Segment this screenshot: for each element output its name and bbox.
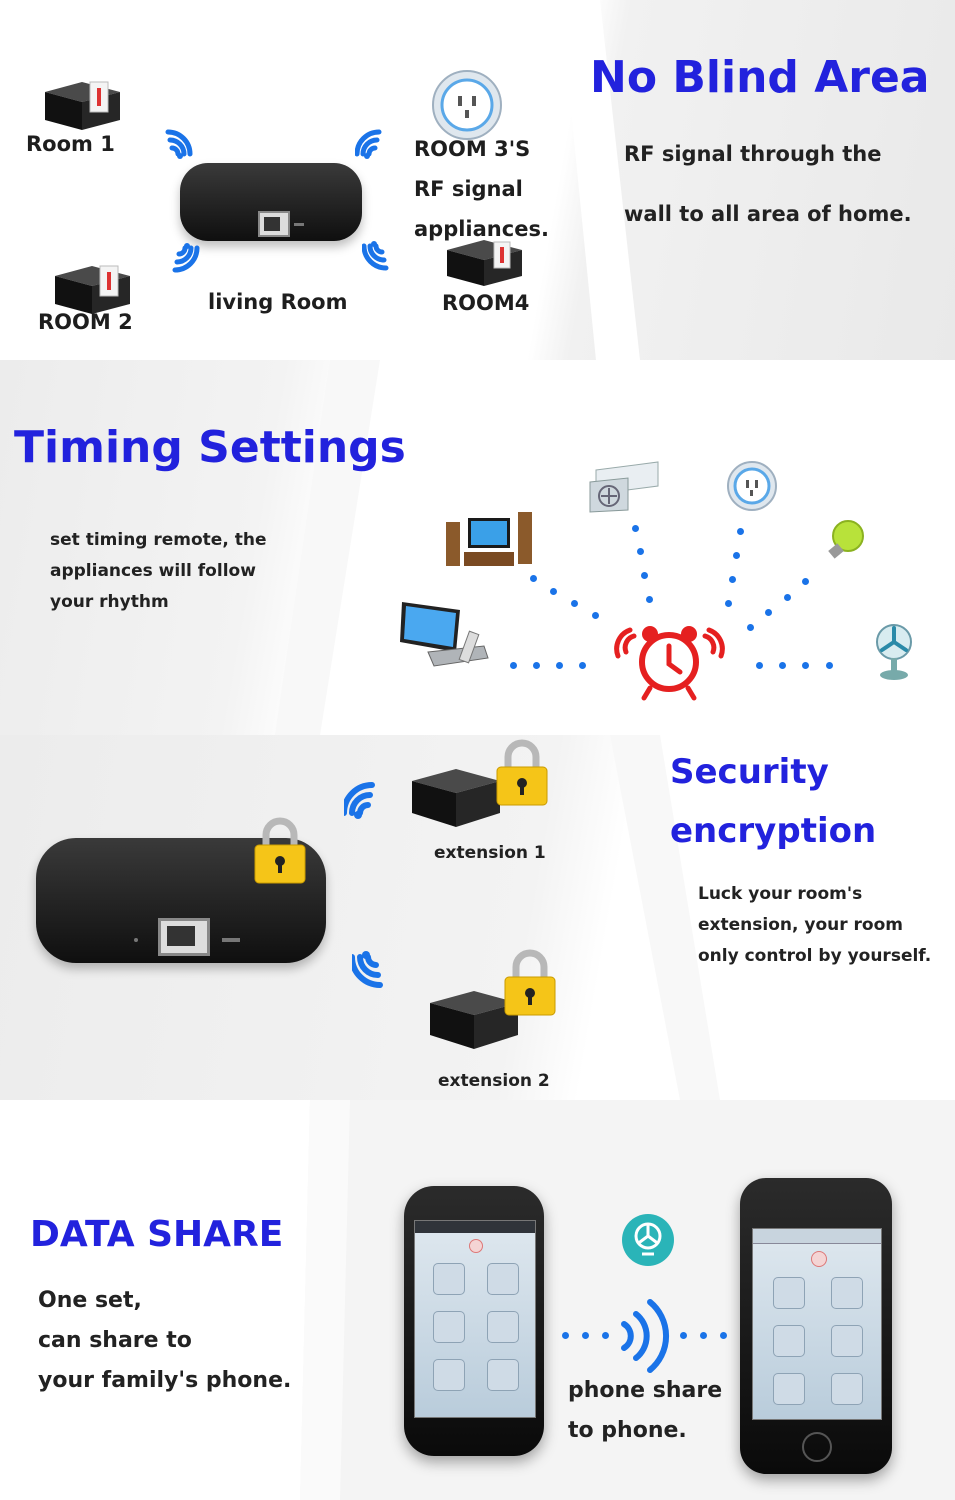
signal-dot	[530, 575, 537, 582]
wifi-signal-icon	[344, 782, 375, 819]
panel-title: encryption	[670, 811, 877, 851]
extension-label: extension 1	[434, 843, 546, 863]
signal-dot	[700, 1332, 707, 1339]
room-label: ROOM4	[442, 291, 530, 315]
fan-icon	[622, 1214, 674, 1266]
extension-label: extension 2	[438, 1071, 550, 1091]
extension-device-room2	[55, 265, 130, 314]
extension-device-room1	[45, 81, 120, 130]
signal-dot	[725, 600, 732, 607]
description-line: wall to all area of home.	[624, 202, 912, 226]
signal-dot	[680, 1332, 687, 1339]
caption-line: phone share	[568, 1378, 723, 1403]
signal-dot	[533, 662, 540, 669]
wifi-signal-icon	[355, 129, 382, 159]
tv-icon	[400, 602, 489, 667]
description-line: extension, your room	[698, 915, 903, 935]
signal-dot	[582, 1332, 589, 1339]
signal-dot	[632, 525, 639, 532]
description-line: RF signal through the	[624, 142, 882, 166]
description-line: can share to	[38, 1328, 192, 1353]
panel-timing-settings: Timing Settings set timing remote, the a…	[0, 360, 955, 735]
signal-dot	[733, 552, 740, 559]
bulb-icon	[828, 520, 864, 559]
room-label: appliances.	[414, 217, 549, 241]
signal-dot	[737, 528, 744, 535]
description-line: One set,	[38, 1288, 142, 1313]
background-diagonal	[610, 735, 720, 1100]
panel-title: No Blind Area	[590, 52, 930, 103]
signal-dot	[562, 1332, 569, 1339]
lock-icon	[504, 949, 556, 1016]
panel-title: Timing Settings	[14, 422, 406, 473]
signal-dot	[579, 662, 586, 669]
description-line: only control by yourself.	[698, 946, 932, 966]
lock-icon	[496, 739, 548, 806]
signal-dot	[747, 624, 754, 631]
wifi-signal-icon	[352, 951, 383, 988]
panel-title: Security	[670, 752, 829, 792]
description-line: set timing remote, the	[50, 530, 267, 550]
panel-data-share: DATA SHARE One set, can share to your fa…	[0, 1100, 955, 1500]
signal-dot	[779, 662, 786, 669]
description-line: appliances will follow	[50, 561, 256, 581]
wifi-signal-icon	[362, 241, 389, 271]
alarm-clock-icon	[614, 626, 725, 701]
signal-dot	[641, 572, 648, 579]
panel-title: DATA SHARE	[30, 1214, 284, 1255]
room-label: Room 1	[26, 132, 115, 156]
signal-dot	[571, 600, 578, 607]
panel-no-blind-area: No Blind Area RF signal through the wall…	[0, 0, 955, 360]
signal-dot	[765, 609, 772, 616]
extension-device-room4	[447, 240, 522, 286]
signal-dot	[510, 662, 517, 669]
room-label: living Room	[208, 290, 348, 314]
extension-device-1	[412, 769, 500, 827]
signal-dot	[646, 596, 653, 603]
wifi-signal-icon	[165, 129, 193, 159]
lock-icon	[254, 817, 306, 884]
signal-dot	[720, 1332, 727, 1339]
socket-icon	[432, 70, 502, 140]
description-line: Luck your room's	[698, 884, 863, 904]
signal-dot	[802, 578, 809, 585]
signal-dot	[784, 594, 791, 601]
panel-security: Security encryption Luck your room's ext…	[0, 735, 955, 1100]
wifi-signal-icon	[172, 243, 200, 273]
smartphone-android	[404, 1186, 544, 1456]
description-line: your rhythm	[50, 592, 169, 612]
socket-icon	[727, 461, 777, 511]
signal-dot	[802, 662, 809, 669]
wifi-signal-icon	[621, 1299, 669, 1373]
signal-dot	[592, 612, 599, 619]
signal-dot	[637, 548, 644, 555]
background-diagonal	[275, 360, 380, 735]
fan-icon	[876, 624, 912, 680]
signal-dot	[550, 588, 557, 595]
air-conditioner-icon	[589, 461, 659, 513]
signal-dot	[756, 662, 763, 669]
background-diagonal	[560, 0, 640, 360]
hub-device	[180, 163, 362, 241]
home-theater-icon	[446, 512, 532, 566]
signal-dot	[729, 576, 736, 583]
caption-line: to phone.	[568, 1418, 687, 1443]
signal-dot	[556, 662, 563, 669]
signal-dot	[826, 662, 833, 669]
signal-dot	[602, 1332, 609, 1339]
room-label: RF signal	[414, 177, 523, 201]
room-label: ROOM 2	[38, 310, 133, 334]
smartphone-iphone	[740, 1178, 892, 1474]
room-label: ROOM 3'S	[414, 137, 531, 161]
description-line: your family's phone.	[38, 1368, 292, 1393]
